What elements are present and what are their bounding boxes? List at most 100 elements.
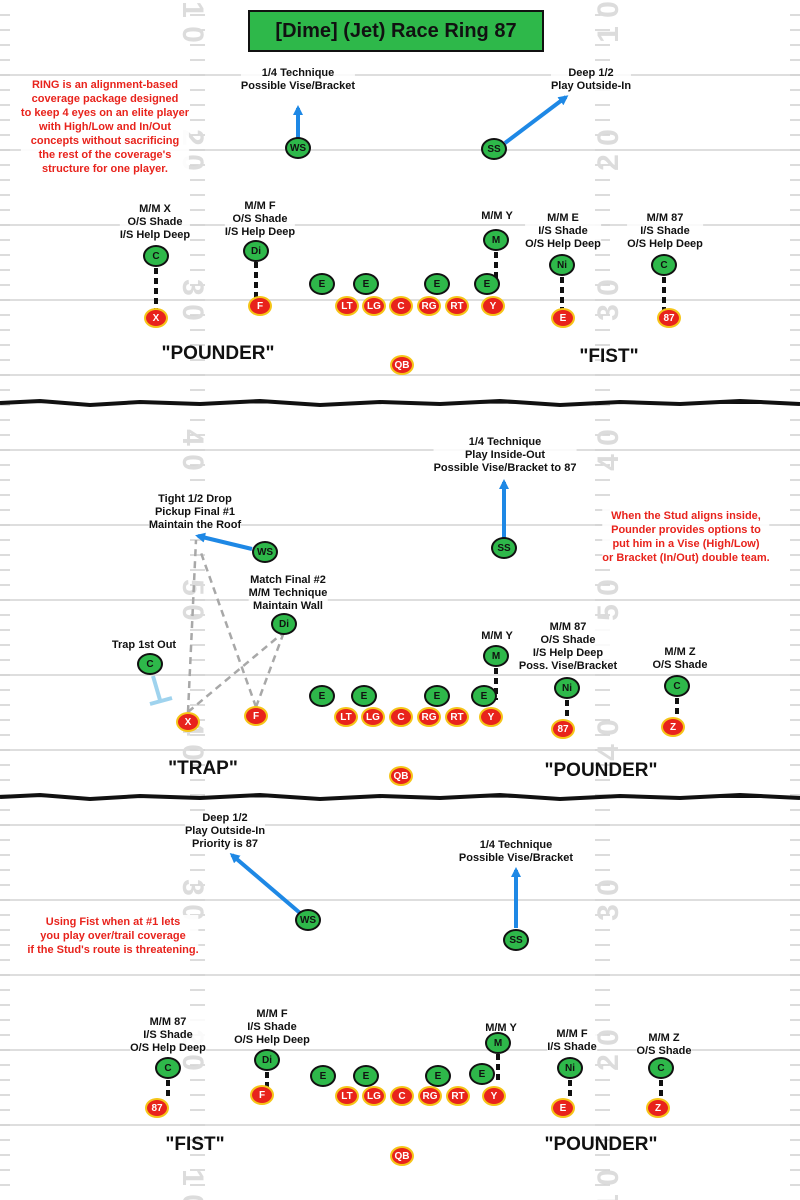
label-line: M/M X	[139, 203, 171, 215]
label-line: Play Outside-In	[550, 80, 632, 92]
label-line: O/S Shade	[652, 659, 708, 671]
label-line: M/M Z	[664, 646, 696, 658]
note-line: or Bracket (In/Out) double team.	[602, 552, 770, 564]
note-line: you play over/trail coverage	[40, 930, 186, 942]
label-line: O/S Shade	[127, 216, 183, 228]
label-line: I/S Shade	[547, 1041, 597, 1053]
defender-c-left: C	[155, 1057, 181, 1079]
note-line: coverage package designed	[31, 93, 179, 105]
defender-e: E	[425, 1065, 451, 1087]
right-call-label: "FIST"	[579, 346, 639, 367]
ws-assignment-label: Tight 1/2 Drop Pickup Final #1 Maintain …	[148, 493, 242, 532]
label-line: Maintain Wall	[253, 600, 323, 612]
note-line: RING is an alignment-based	[31, 79, 179, 91]
label-line: 1/4 Technique	[468, 436, 542, 448]
label-line: M/M 87	[549, 621, 587, 633]
note-line: with High/Low and In/Out	[39, 121, 171, 133]
panel3-routes	[166, 853, 663, 1098]
right-call-label: "POUNDER"	[544, 1134, 658, 1155]
defender-e: E	[474, 273, 500, 295]
yard-number: 4 0	[592, 429, 625, 471]
label-line: O/S Shade	[636, 1045, 692, 1057]
label-line: Poss. Vise/Bracket	[518, 660, 618, 672]
yard-number: 1 0	[176, 1169, 209, 1200]
label-line: O/S Help Deep	[130, 1042, 206, 1054]
offense-lg: LG	[362, 1086, 386, 1106]
label-line: Tight 1/2 Drop	[158, 493, 232, 505]
offense-f: F	[244, 706, 268, 726]
yard-number: 3 0	[592, 279, 625, 321]
label-line: Deep 1/2	[202, 812, 248, 824]
label-line: 1/4 Technique	[261, 67, 335, 79]
m-assignment-label: M/M Y	[481, 630, 513, 643]
f-route-lines	[198, 549, 286, 708]
panel-separators	[0, 398, 800, 802]
ni-assignment-label: M/M F I/S Shade	[547, 1028, 597, 1054]
defender-e: E	[424, 685, 450, 707]
defender-ss: SS	[491, 537, 517, 559]
m-assignment-label: M/M Y	[485, 1022, 517, 1035]
label-line: Play Outside-In	[184, 825, 266, 837]
label-line: M/M 87	[646, 212, 684, 224]
offense-y: Y	[479, 707, 503, 727]
ws-deep-arrow	[229, 853, 302, 915]
yard-number: 5 0	[592, 579, 625, 621]
defender-ws: WS	[285, 137, 311, 159]
m-assignment-label: M/M Y	[481, 210, 513, 223]
ni-assignment-label: M/M 87 O/S Shade I/S Help Deep Poss. Vis…	[518, 621, 618, 673]
defender-ss: SS	[481, 138, 507, 160]
c-right-assignment-label: M/M Z O/S Shade	[636, 1032, 692, 1058]
offense-f: F	[248, 296, 272, 316]
offense-rt: RT	[446, 1086, 470, 1106]
offense-lg: LG	[361, 707, 385, 727]
left-call-label: "FIST"	[165, 1134, 225, 1155]
c-right-assignment-label: M/M 87 I/S Shade O/S Help Deep	[627, 212, 703, 251]
label-line: Pickup Final #1	[154, 506, 236, 518]
separator-2	[0, 792, 800, 802]
offense-z: Z	[646, 1098, 670, 1118]
defender-e: E	[351, 685, 377, 707]
label-line: Possible Vise/Bracket	[240, 80, 356, 92]
x-route-lines	[186, 539, 285, 713]
defender-m: M	[483, 229, 509, 251]
offense-lt: LT	[334, 707, 358, 727]
label-line: Possible Vise/Bracket to 87	[433, 462, 577, 474]
yard-number: 1 0	[592, 1169, 625, 1200]
label-line: Priority is 87	[191, 838, 259, 850]
panel1-routes	[154, 95, 666, 310]
yard-number: 2 0	[592, 1029, 625, 1071]
offense-rt: RT	[445, 296, 469, 316]
offense-c: C	[389, 296, 413, 316]
label-line: O/S Help Deep	[627, 238, 703, 250]
defender-c-left: C	[143, 245, 169, 267]
yard-number: 4 0	[592, 719, 625, 761]
ws-assignment-label: Deep 1/2 Play Outside-In Priority is 87	[184, 812, 266, 851]
offense-y: Y	[481, 296, 505, 316]
defender-e: E	[353, 1065, 379, 1087]
panel2-routes	[149, 479, 679, 720]
ss-assignment-label: 1/4 Technique Play Inside-Out Possible V…	[433, 436, 577, 475]
note-line: Pounder provides options to	[611, 524, 761, 536]
yard-number: 3 0	[176, 879, 209, 921]
label-line: Trap 1st Out	[111, 639, 177, 651]
offense-c: C	[390, 1086, 414, 1106]
note-line: Using Fist when at #1 lets	[45, 916, 181, 928]
defender-e: E	[471, 685, 497, 707]
defender-c-right: C	[651, 254, 677, 276]
label-line: Deep 1/2	[568, 67, 614, 79]
yard-number: 1 0	[592, 1, 625, 43]
defender-e: E	[310, 1065, 336, 1087]
label-line: I/S Shade	[247, 1021, 297, 1033]
offense-lg: LG	[362, 296, 386, 316]
ni-assignment-label: M/M E I/S Shade O/S Help Deep	[525, 212, 601, 251]
label-line: I/S Shade	[538, 225, 588, 237]
offense-y: Y	[482, 1086, 506, 1106]
offense-e: E	[551, 308, 575, 328]
note-line: concepts without sacrificing	[30, 135, 180, 147]
yard-number: 3 0	[176, 279, 209, 321]
di-assignment-label: M/M F O/S Shade I/S Help Deep	[224, 200, 296, 239]
label-line: M/M 87	[149, 1016, 187, 1028]
offense-87: 87	[551, 719, 575, 739]
defender-c-left: C	[137, 653, 163, 675]
defender-ss: SS	[503, 929, 529, 951]
